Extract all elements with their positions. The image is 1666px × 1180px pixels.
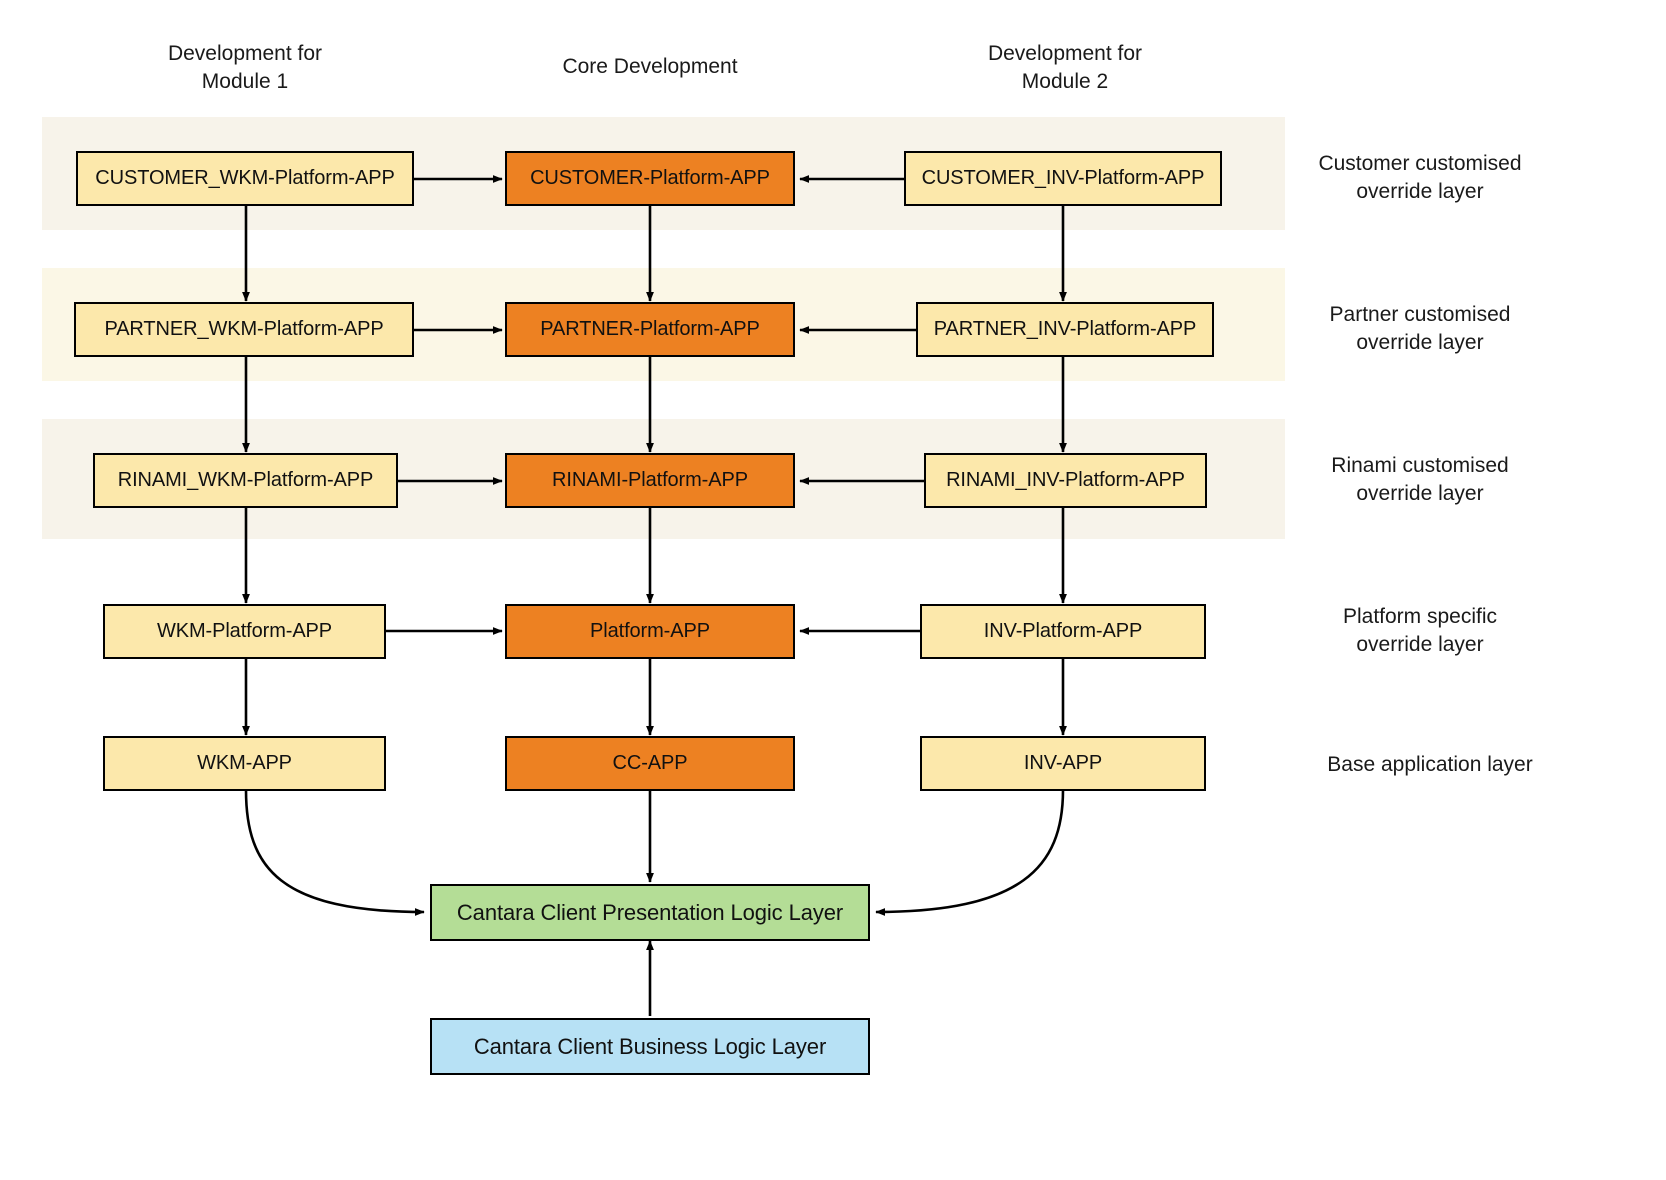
node-customer-platform-app[interactable]: CUSTOMER-Platform-APP [505, 151, 795, 206]
node-customer-wkm-platform-app[interactable]: CUSTOMER_WKM-Platform-APP [76, 151, 414, 206]
node-rinami-inv-platform-app[interactable]: RINAMI_INV-Platform-APP [924, 453, 1207, 508]
layer-label-partner: Partner customised override layer [1329, 303, 1511, 355]
layer-label-rinami: Rinami customised override layer [1331, 454, 1509, 506]
node-partner-inv-platform-app[interactable]: PARTNER_INV-Platform-APP [916, 302, 1214, 357]
node-rinami-wkm-platform-app[interactable]: RINAMI_WKM-Platform-APP [93, 453, 398, 508]
node-cantara-client-presentation-logic-layer[interactable]: Cantara Client Presentation Logic Layer [430, 884, 870, 941]
column-header-module1: Development for Module 1 [167, 42, 323, 94]
node-partner-wkm-platform-app[interactable]: PARTNER_WKM-Platform-APP [74, 302, 414, 357]
layer-label-platform: Platform specific override layer [1342, 605, 1498, 657]
node-rinami-platform-app[interactable]: RINAMI-Platform-APP [505, 453, 795, 508]
column-header-module2: Development for Module 2 [987, 42, 1143, 94]
node-partner-platform-app[interactable]: PARTNER-Platform-APP [505, 302, 795, 357]
node-customer-inv-platform-app[interactable]: CUSTOMER_INV-Platform-APP [904, 151, 1222, 206]
node-platform-app[interactable]: Platform-APP [505, 604, 795, 659]
node-inv-app[interactable]: INV-APP [920, 736, 1206, 791]
node-wkm-app[interactable]: WKM-APP [103, 736, 386, 791]
layer-label-base: Base application layer [1327, 753, 1533, 776]
layer-label-customer: Customer customised override layer [1318, 152, 1522, 204]
node-cc-app[interactable]: CC-APP [505, 736, 795, 791]
column-header-core: Core Development [562, 55, 738, 78]
node-inv-platform-app[interactable]: INV-Platform-APP [920, 604, 1206, 659]
node-wkm-platform-app[interactable]: WKM-Platform-APP [103, 604, 386, 659]
node-cantara-client-business-logic-layer[interactable]: Cantara Client Business Logic Layer [430, 1018, 870, 1075]
